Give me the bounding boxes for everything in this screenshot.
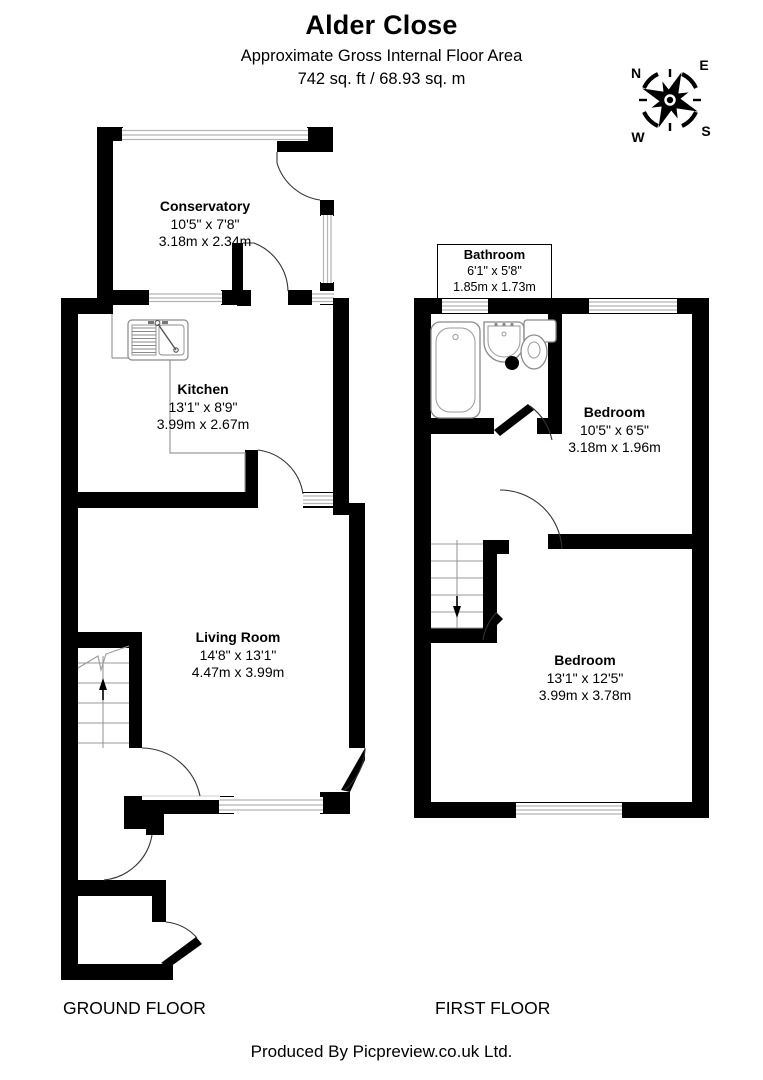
room-name: Bedroom — [583, 404, 646, 420]
conservatory-window-top — [122, 128, 308, 141]
ground-floor-plan — [61, 127, 366, 980]
room-name: Living Room — [195, 629, 281, 645]
compass-rose: N E S W — [620, 52, 720, 145]
room-dim-metric: 3.99m x 2.67m — [156, 416, 250, 432]
room-label-living-room: Living Room 14'8" x 13'1" 4.47m x 3.99m — [158, 629, 318, 682]
door-arc-porch-inner — [103, 834, 153, 881]
room-dim-metric: 4.47m x 3.99m — [191, 664, 285, 680]
bedroom2-door-leaf — [477, 613, 503, 639]
room-name: Bathroom — [463, 247, 526, 262]
bathroom-fixture-dot — [505, 356, 519, 370]
door-arc-conservatory-top — [276, 152, 321, 201]
door-arc-bedroom1 — [499, 489, 563, 550]
floor-area-value: 742 sq. ft / 68.93 sq. m — [297, 70, 466, 88]
first-floor-plan — [414, 298, 709, 818]
floor-area-caption: Approximate Gross Internal Floor Area — [240, 47, 523, 65]
window-kitchen-bottom — [303, 493, 333, 506]
room-dim-imperial: 13'1" x 12'5" — [546, 669, 624, 686]
stairs-first-icon — [431, 540, 483, 629]
stairs-ground-icon — [77, 645, 130, 748]
door-arc-kitchen — [257, 449, 304, 495]
room-dim-imperial: 6'1" x 5'8" — [467, 264, 522, 278]
room-label-bedroom-1: Bedroom 10'5" x 6'5" 3.18m x 1.96m — [522, 404, 707, 457]
room-dim-metric: 3.99m x 3.78m — [538, 687, 632, 703]
window-conservatory-kitchen — [149, 291, 222, 304]
room-label-conservatory: Conservatory 10'5" x 7'8" 3.18m x 2.34m — [125, 198, 285, 251]
compass-label-west: W — [631, 129, 645, 144]
compass-label-south: S — [701, 123, 710, 139]
room-dim-metric: 3.18m x 2.34m — [158, 233, 252, 249]
door-arc-bathroom — [529, 405, 553, 441]
room-name: Kitchen — [177, 381, 229, 397]
porch-walls — [61, 880, 173, 980]
door-arc-conservatory-inner — [243, 242, 289, 292]
compass-label-north: N — [631, 65, 641, 81]
window-bedroom2-bottom — [516, 803, 622, 818]
room-dim-metric: 1.85m x 1.73m — [453, 280, 536, 294]
compass-label-east: E — [699, 57, 708, 73]
living-room-window-left — [142, 793, 220, 800]
footer-credit: Produced By Picpreview.co.uk Ltd. — [250, 1042, 513, 1061]
room-dim-imperial: 13'1" x 8'9" — [168, 398, 238, 415]
ground-floor-caption: GROUND FLOOR — [63, 998, 206, 1018]
living-room-bay-window — [219, 797, 323, 813]
room-dim-imperial: 10'5" x 7'8" — [170, 215, 240, 232]
kitchen-sink-icon — [127, 319, 189, 361]
room-label-bedroom-2: Bedroom 13'1" x 12'5" 3.99m x 3.78m — [485, 652, 685, 705]
landing-walls — [414, 534, 692, 643]
room-dim-imperial: 10'5" x 6'5" — [580, 421, 649, 438]
room-name: Bedroom — [554, 652, 616, 668]
porch-door-leaf — [161, 937, 202, 967]
bay-window-cheek — [341, 748, 365, 792]
room-label-kitchen: Kitchen 13'1" x 8'9" 3.99m x 2.67m — [123, 381, 283, 434]
room-label-bathroom: Bathroom 6'1" x 5'8" 1.85m x 1.73m — [437, 244, 552, 299]
window-bathroom-top — [442, 299, 488, 313]
room-dim-imperial: 14'8" x 13'1" — [199, 646, 277, 663]
first-floor-caption: FIRST FLOOR — [435, 998, 551, 1018]
conservatory-window-right — [321, 215, 333, 283]
bathroom-door-leaf — [494, 404, 534, 436]
bathtub-icon — [430, 321, 481, 419]
room-dim-metric: 3.18m x 1.96m — [568, 439, 661, 455]
window-conservatory-right-low — [312, 291, 334, 304]
door-arc-bedroom2 — [482, 611, 498, 641]
door-arc-porch-front — [165, 921, 198, 939]
wash-basin-icon — [483, 321, 525, 363]
door-arc-living-right — [344, 748, 366, 791]
door-arc-living-stairs — [141, 747, 201, 797]
living-room-walls — [61, 503, 365, 888]
window-bedroom1-top — [589, 299, 677, 313]
kitchen-walls — [61, 290, 349, 508]
page-title: Alder Close — [305, 10, 458, 40]
room-name: Conservatory — [159, 198, 251, 214]
plan-header: Alder Close Approximate Gross Internal F… — [0, 8, 763, 91]
toilet-icon — [520, 319, 557, 370]
